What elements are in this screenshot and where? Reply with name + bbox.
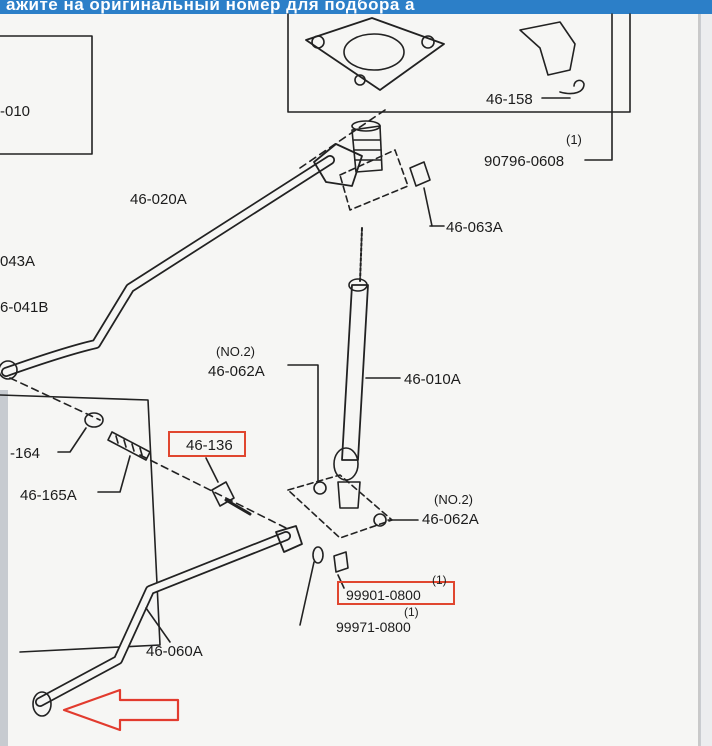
lever-foot	[337, 481, 361, 509]
rod-46-060a-joint	[275, 525, 303, 553]
highlight-99901[interactable]	[337, 581, 455, 605]
lever-top	[348, 278, 368, 292]
label-99971-0800[interactable]: 99971-0800	[336, 619, 411, 635]
label-46-010a[interactable]: 46-010A	[404, 371, 461, 388]
leader-90796	[584, 13, 613, 161]
guide-top	[299, 109, 386, 169]
arrow-left-icon	[62, 688, 180, 732]
label-99971-qty: (1)	[404, 605, 419, 619]
label-062a-top-qty: (NO.2)	[216, 344, 255, 359]
label-46-158[interactable]: 46-158	[486, 91, 533, 108]
label-062a-bot-qty: (NO.2)	[434, 492, 473, 507]
label-062a-bot[interactable]: 46-062A	[422, 511, 479, 528]
rod-46-060a-end	[32, 691, 52, 717]
left-edge-strip	[0, 390, 8, 746]
guide-mid	[139, 454, 291, 531]
clip-46-158	[559, 79, 585, 95]
rod-46-020a-fill	[2, 156, 334, 376]
label-90796-qty: (1)	[566, 132, 582, 147]
spring-coils	[353, 139, 382, 161]
leader-99971	[299, 561, 315, 626]
plate-bolt-2	[421, 35, 435, 49]
bushing-upper	[313, 481, 327, 495]
label-46-165a[interactable]: 46-165A	[20, 487, 77, 504]
label-46-063a[interactable]: 46-063A	[446, 219, 503, 236]
label-46-060a[interactable]: 46-060A	[146, 643, 203, 660]
banner-text: ажите на оригинальный номер для подбора …	[6, 0, 416, 14]
plate-bolt-3	[354, 74, 366, 86]
guide-box-upper	[339, 149, 409, 211]
label-46-020a[interactable]: 46-020A	[130, 191, 187, 208]
rod-46-020a-end	[0, 360, 18, 380]
bolt-shank-46-136	[224, 498, 252, 516]
leader-46-136	[205, 457, 219, 483]
guide-left	[9, 377, 101, 421]
plate-bolt-1	[311, 35, 325, 49]
page-banner: ажите на оригинальный номер для подбора …	[0, 0, 712, 14]
label-062a-top[interactable]: 46-062A	[208, 363, 265, 380]
rod-46-060a-fill	[36, 532, 290, 706]
leader-46-165a	[97, 455, 131, 493]
lever-thread	[359, 227, 363, 283]
label-99901-0800[interactable]: 99901-0800	[346, 587, 421, 603]
plate-outline	[305, 17, 445, 91]
leader-46-060a	[145, 607, 171, 643]
label-043a[interactable]: 043A	[0, 253, 35, 270]
lever-ball	[333, 447, 359, 481]
label-46-136[interactable]: 46-136	[186, 437, 233, 454]
box-top-left	[0, 35, 93, 155]
scrollbar[interactable]	[700, 14, 712, 746]
nut-46-063a	[409, 161, 431, 187]
lever-shaft	[341, 284, 369, 461]
spring-top	[351, 120, 381, 132]
plate-hole	[343, 33, 405, 71]
label-164[interactable]: -164	[10, 445, 40, 462]
stud-threads	[115, 435, 143, 456]
nut-99901	[333, 551, 349, 573]
bushing-lower	[373, 513, 387, 527]
box-top-center	[287, 13, 631, 113]
stud-46-165a	[107, 431, 151, 461]
spring-body	[351, 125, 383, 173]
leader-46-063a-b	[423, 187, 433, 227]
bracket-46-158	[519, 21, 576, 76]
box-left-lower	[0, 394, 161, 653]
leader-46-164	[57, 427, 87, 453]
label-041b[interactable]: 6-041B	[0, 299, 48, 316]
washer-46-164	[84, 412, 104, 428]
rod-46-020a-joint	[313, 143, 363, 187]
label-90796-0608[interactable]: 90796-0608	[484, 153, 564, 170]
diagram-page	[0, 14, 700, 746]
label-010[interactable]: -010	[0, 103, 30, 120]
highlight-46-136[interactable]	[168, 431, 246, 457]
label-99901-qty: (1)	[432, 573, 447, 587]
washer-99971	[312, 546, 324, 564]
bolt-head-46-136	[211, 481, 235, 507]
leader-062a-top	[287, 364, 319, 483]
rod-46-060a-outline	[35, 531, 291, 707]
